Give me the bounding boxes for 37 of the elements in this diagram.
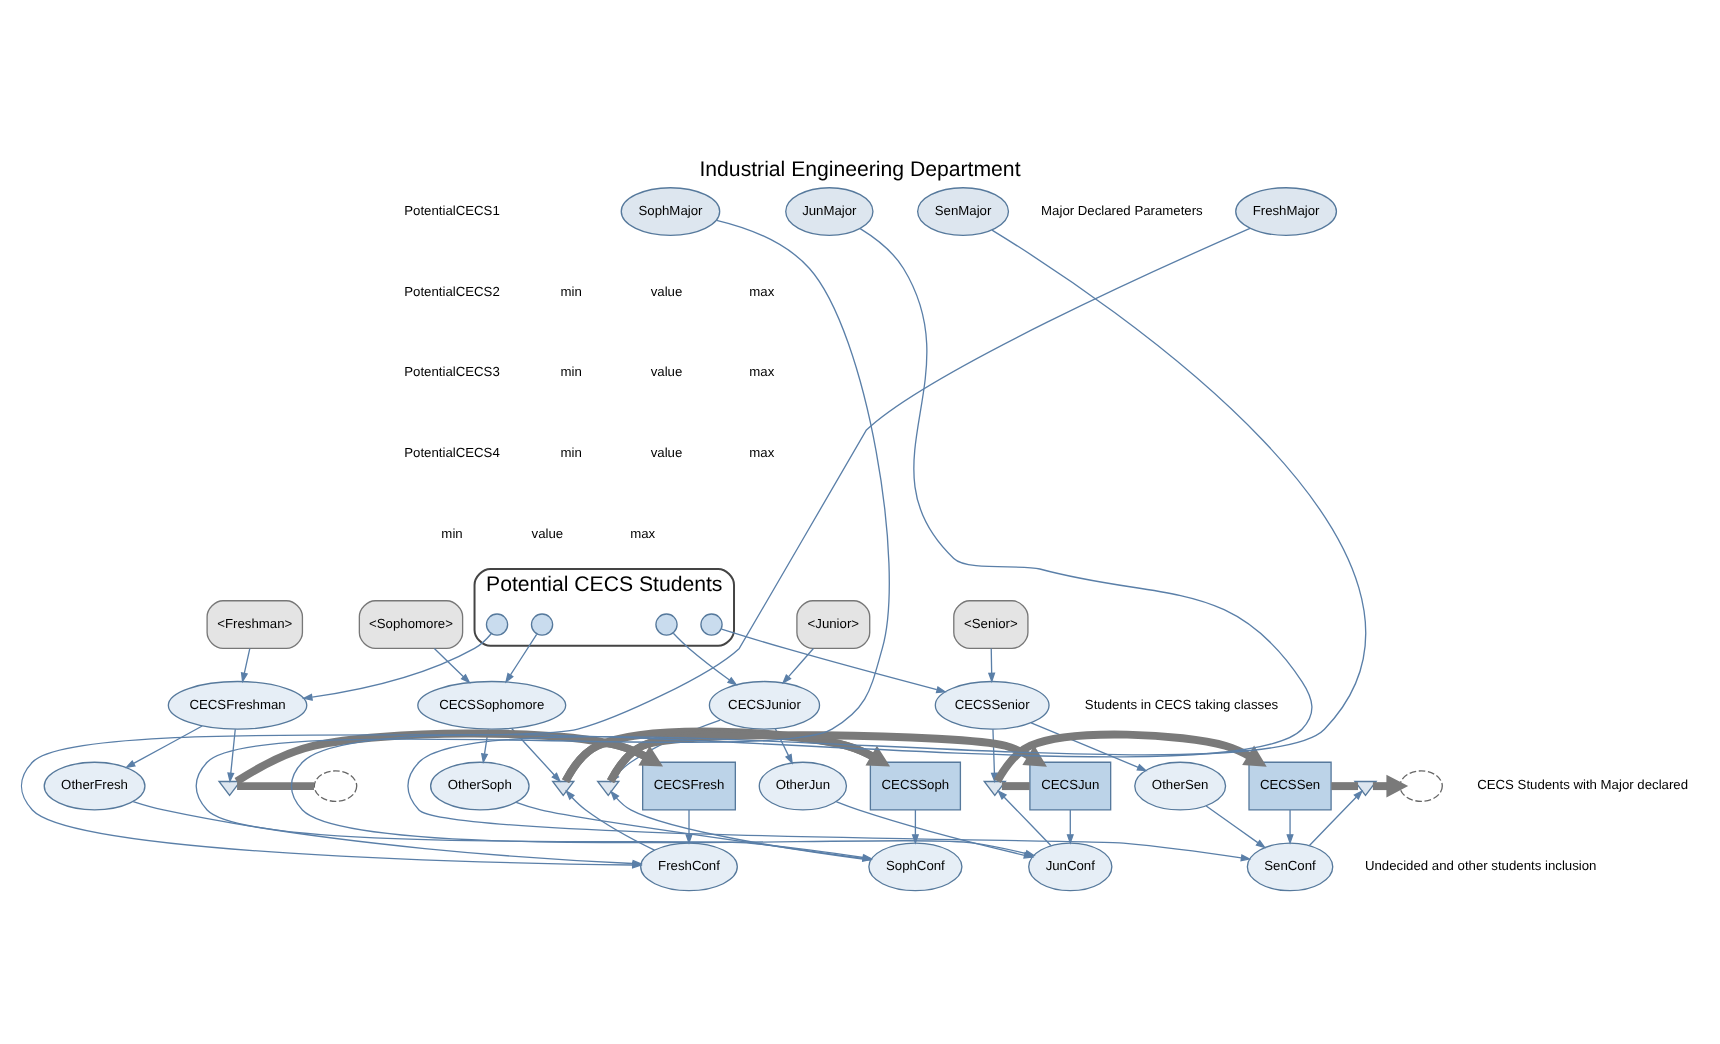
node-circle	[530, 613, 554, 636]
node-valve	[596, 780, 621, 797]
arrow	[609, 790, 871, 861]
arrow	[227, 728, 236, 784]
arrow	[301, 633, 492, 701]
node-valve	[217, 780, 242, 797]
diagram-title: Industrial Engineering Department	[699, 157, 1021, 182]
node-circle	[655, 613, 678, 636]
arrow	[987, 647, 996, 684]
node-valve	[1353, 780, 1378, 797]
node-cloud	[1399, 770, 1443, 802]
arrow	[1286, 809, 1294, 845]
node-circle	[700, 613, 723, 636]
arrow	[993, 730, 1267, 784]
arrow	[997, 789, 1052, 847]
node-cloud	[313, 770, 358, 802]
arrow	[511, 727, 562, 783]
node-valve	[982, 780, 1007, 797]
arrow	[480, 728, 489, 764]
arrow	[1205, 805, 1267, 849]
connector	[1001, 782, 1030, 791]
node-circle	[485, 613, 509, 636]
cluster: Potential CECS Students	[473, 568, 735, 647]
arrow	[565, 789, 656, 851]
arrow	[1030, 722, 1148, 772]
arrow	[1308, 789, 1364, 847]
arrow	[781, 647, 815, 685]
arrow	[672, 632, 738, 686]
connector	[1331, 782, 1359, 791]
arrow	[124, 725, 203, 769]
arrow	[504, 633, 538, 684]
connector	[237, 782, 314, 791]
arrow	[433, 647, 471, 684]
node-valve	[551, 780, 576, 797]
arrow	[1066, 809, 1074, 845]
arrow	[240, 647, 251, 684]
arrow	[720, 628, 947, 694]
